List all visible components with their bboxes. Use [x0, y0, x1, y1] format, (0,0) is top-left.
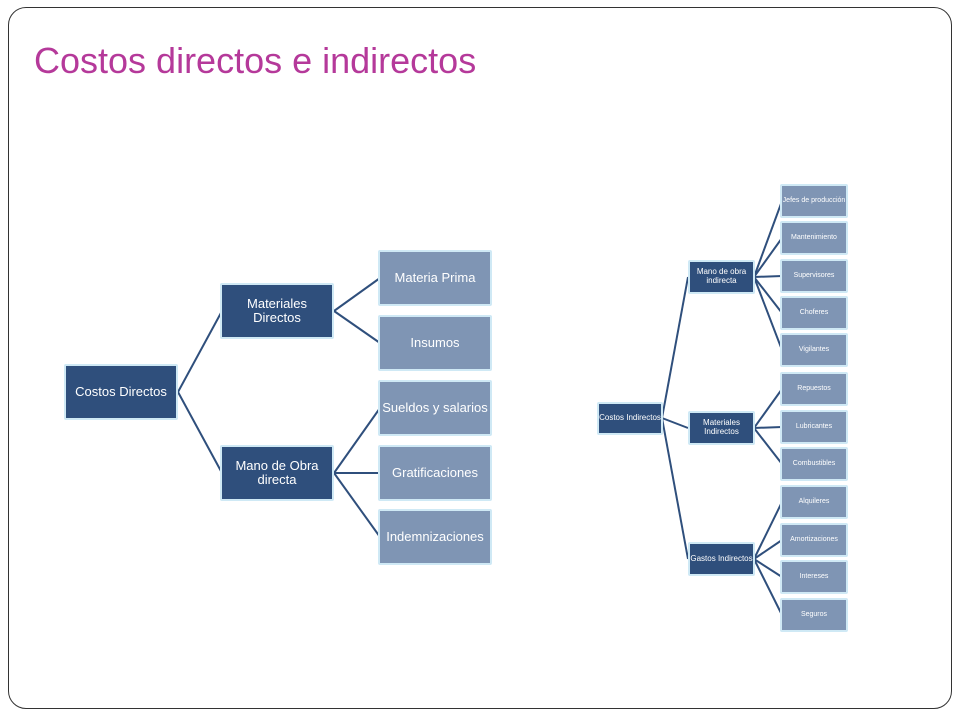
node-vigilantes: Vigilantes: [780, 333, 848, 367]
connector-ilabor-supervisores: [753, 275, 783, 278]
connector-ilabor-choferes: [753, 276, 783, 314]
node-mantenimiento: Mantenimiento: [780, 221, 848, 255]
node-indemnizaciones: Indemnizaciones: [378, 509, 492, 565]
connector-ilabor-mantenimiento: [753, 237, 783, 278]
node-costos-indirectos: Costos Indirectos: [597, 402, 663, 435]
connector-ilabor-jefes: [753, 200, 783, 278]
node-lubricantes: Lubricantes: [780, 410, 848, 444]
node-costos-directos: Costos Directos: [64, 364, 178, 420]
node-materia-prima: Materia Prima: [378, 250, 492, 306]
node-choferes: Choferes: [780, 296, 848, 330]
connector-labor-indemnizaciones: [333, 472, 381, 538]
node-gastos-indirectos: Gastos Indirectos: [688, 542, 755, 576]
node-materiales-directos: Materiales Directos: [220, 283, 334, 339]
connector-materials-insumos: [333, 310, 381, 344]
page-title: Costos directos e indirectos: [34, 40, 477, 81]
connector-iroot-labor: [661, 276, 689, 419]
connector-iexp-alquileres: [753, 501, 783, 560]
connector-imat-repuestos: [753, 388, 783, 429]
node-sueldos-salarios: Sueldos y salarios: [378, 380, 492, 436]
connector-imat-lubricantes: [753, 426, 783, 429]
connector-iroot-expenses: [661, 417, 689, 560]
connector-iexp-intereses: [753, 558, 783, 578]
node-intereses: Intereses: [780, 560, 848, 594]
node-insumos: Insumos: [378, 315, 492, 371]
node-gratificaciones: Gratificaciones: [378, 445, 492, 501]
connector-iexp-seguros: [753, 558, 783, 616]
node-repuestos: Repuestos: [780, 372, 848, 406]
node-materiales-indirectos: Materiales Indirectos: [688, 411, 755, 445]
node-jefes-produccion: Jefes de producción: [780, 184, 848, 218]
connector-labor-sueldos: [333, 407, 381, 474]
node-mano-obra-directa: Mano de Obra directa: [220, 445, 334, 501]
node-supervisores: Supervisores: [780, 259, 848, 293]
connector-imat-combustibles: [753, 427, 783, 465]
node-amortizaciones: Amortizaciones: [780, 523, 848, 557]
node-seguros: Seguros: [780, 598, 848, 632]
node-mano-obra-indirecta: Mano de obra indirecta: [688, 260, 755, 294]
connector-iroot-materials: [661, 417, 689, 429]
connector-ilabor-vigilantes: [753, 276, 783, 351]
connector-root-materials: [177, 310, 223, 393]
connector-materials-materia-prima: [333, 277, 381, 312]
node-alquileres: Alquileres: [780, 485, 848, 519]
connector-root-labor: [177, 391, 223, 474]
connector-iexp-amortizaciones: [753, 539, 783, 560]
node-combustibles: Combustibles: [780, 447, 848, 481]
